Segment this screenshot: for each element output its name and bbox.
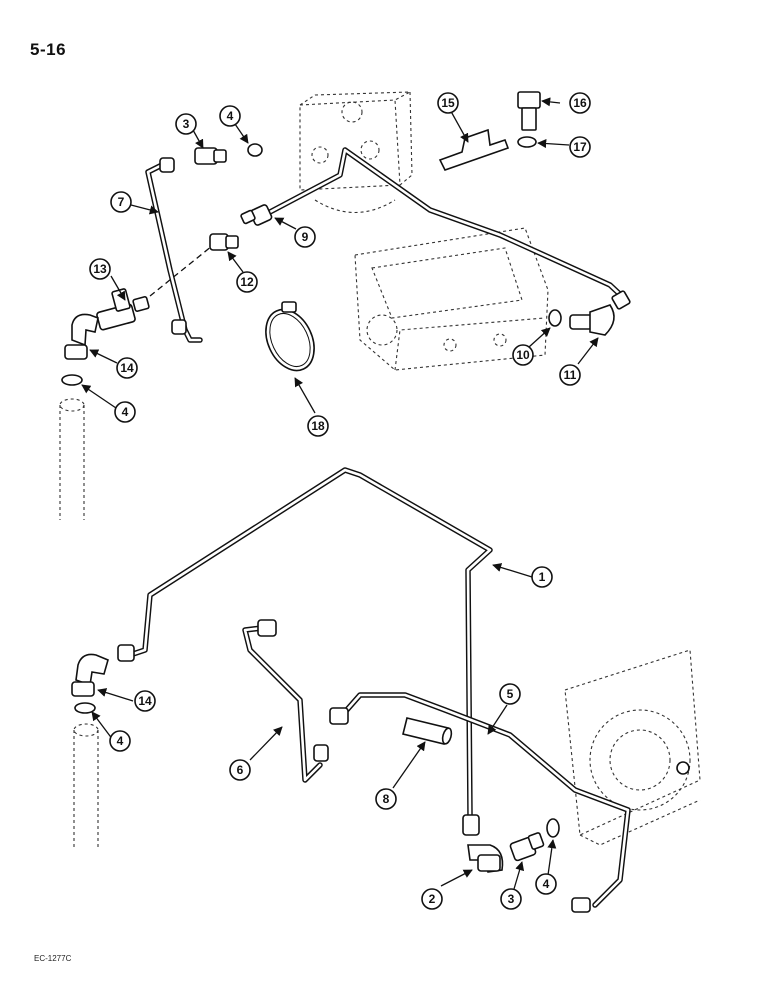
callout-4-left-top: 4 xyxy=(114,401,136,423)
clip-15 xyxy=(438,128,510,171)
callout-12: 12 xyxy=(236,271,258,293)
svg-text:14: 14 xyxy=(138,694,152,708)
callout-17: 17 xyxy=(569,136,591,158)
svg-text:3: 3 xyxy=(508,892,515,906)
callout-1: 1 xyxy=(531,566,553,588)
svg-text:7: 7 xyxy=(118,195,125,209)
callout-7: 7 xyxy=(110,191,132,213)
svg-text:4: 4 xyxy=(117,734,124,748)
svg-text:17: 17 xyxy=(573,140,587,154)
fitting-12 xyxy=(209,233,239,251)
callout-16: 16 xyxy=(569,92,591,114)
elbow-11 xyxy=(569,290,631,336)
svg-text:4: 4 xyxy=(122,405,129,419)
callout-8: 8 xyxy=(375,788,397,810)
hose-clamp-18 xyxy=(265,301,315,372)
washer-17 xyxy=(517,136,537,148)
tube-7 xyxy=(145,157,203,343)
o-ring-4-top xyxy=(247,143,263,157)
pump-housing xyxy=(564,649,701,846)
callout-2: 2 xyxy=(421,888,443,910)
fitting-3-top xyxy=(194,147,227,165)
svg-text:2: 2 xyxy=(429,892,436,906)
svg-text:14: 14 xyxy=(120,361,134,375)
svg-text:5: 5 xyxy=(507,687,514,701)
transmission-housing xyxy=(354,227,549,371)
callout-13: 13 xyxy=(89,258,111,280)
elbow-14-bottom xyxy=(71,653,109,697)
figure-code: EC-1277C xyxy=(34,954,72,963)
o-ring-4-left-bottom xyxy=(74,702,96,714)
svg-text:12: 12 xyxy=(240,275,254,289)
svg-text:3: 3 xyxy=(183,117,190,131)
leader-lines xyxy=(81,97,599,890)
callout-4-bottom: 4 xyxy=(535,873,557,895)
callout-14-bottom: 14 xyxy=(134,690,156,712)
svg-text:15: 15 xyxy=(441,96,455,110)
svg-text:4: 4 xyxy=(227,109,234,123)
pin-8 xyxy=(402,717,453,745)
tube-6 xyxy=(242,619,329,783)
bolt-16 xyxy=(517,91,541,131)
svg-text:1: 1 xyxy=(539,570,546,584)
svg-text:4: 4 xyxy=(543,877,550,891)
svg-text:11: 11 xyxy=(564,368,577,382)
o-ring-4-bottom xyxy=(546,818,560,838)
valve-block xyxy=(299,91,413,214)
callout-3-bottom: 3 xyxy=(500,888,522,910)
tube-9-nut xyxy=(240,204,273,226)
alignment-line xyxy=(149,245,213,297)
o-ring-4-left-top xyxy=(61,374,83,386)
callout-15: 15 xyxy=(437,92,459,114)
page-number: 5-16 xyxy=(30,40,67,59)
callout-4-top: 4 xyxy=(219,105,241,127)
tee-13 xyxy=(96,288,150,331)
svg-text:8: 8 xyxy=(383,792,390,806)
pipe-ghost-top xyxy=(59,398,85,520)
callout-6: 6 xyxy=(229,759,251,781)
tube-5 xyxy=(329,692,631,913)
svg-text:16: 16 xyxy=(573,96,587,110)
svg-text:10: 10 xyxy=(516,348,530,362)
callout-4-left-bottom: 4 xyxy=(109,730,131,752)
pipe-ghost-bottom xyxy=(73,723,99,850)
tube-1 xyxy=(117,467,493,836)
callout-3-top: 3 xyxy=(175,113,197,135)
callout-5: 5 xyxy=(499,683,521,705)
svg-text:18: 18 xyxy=(311,419,325,433)
callout-9: 9 xyxy=(294,226,316,248)
svg-text:6: 6 xyxy=(237,763,244,777)
callout-11: 11 xyxy=(559,364,581,386)
elbow-2 xyxy=(467,844,504,873)
fitting-3-bottom xyxy=(509,832,545,862)
o-ring-10 xyxy=(548,309,562,327)
elbow-14-top xyxy=(64,313,99,360)
svg-text:13: 13 xyxy=(93,262,107,276)
callout-18: 18 xyxy=(307,415,329,437)
callout-10: 10 xyxy=(512,344,534,366)
tube-9 xyxy=(267,147,629,303)
svg-text:9: 9 xyxy=(302,230,309,244)
callout-14-top: 14 xyxy=(116,357,138,379)
